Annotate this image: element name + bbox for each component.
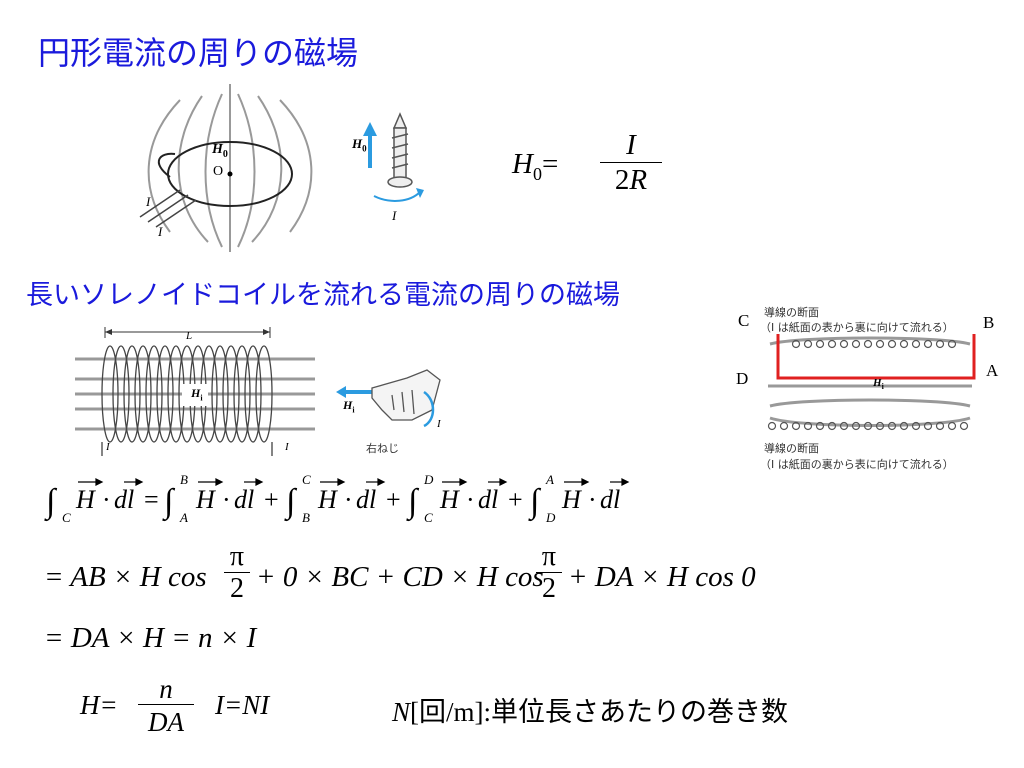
bottom-i-equals-ni: I=NI <box>215 690 270 720</box>
equation-line-2a: = AB × H cos <box>44 561 207 593</box>
formula-h0-lhs: H0= <box>512 148 559 184</box>
title-solenoid: 長いソレノイドコイルを流れる電流の周りの磁場 <box>26 280 620 311</box>
section-corner-a: A <box>986 361 999 380</box>
screw-h0-label: H0 <box>352 136 367 154</box>
svg-text:·: · <box>102 485 111 514</box>
section-corner-c: C <box>738 311 750 330</box>
svg-text:A: A <box>545 472 554 487</box>
loop-origin-label: O <box>213 164 224 179</box>
bottom-h-equals: H= <box>80 690 118 720</box>
loop-current-label-1: I <box>146 194 151 209</box>
screw-figure <box>363 112 424 202</box>
screw-current-label: I <box>392 208 397 223</box>
svg-text:∫: ∫ <box>44 483 58 522</box>
svg-text:∫: ∫ <box>162 483 176 522</box>
svg-text:∫: ∫ <box>406 483 420 522</box>
solenoid-figure <box>75 327 315 456</box>
svg-text:dl: dl <box>356 485 376 514</box>
solenoid-current-left: I <box>106 441 110 453</box>
hand-current-label: I <box>437 418 441 430</box>
right-hand-figure <box>336 369 441 428</box>
svg-text:C: C <box>302 472 311 487</box>
svg-text:A: A <box>179 510 188 525</box>
equation-line-2-pi-fraction-2: π 2 <box>536 542 562 605</box>
svg-text:C: C <box>424 510 433 525</box>
svg-text:D: D <box>545 510 556 525</box>
equation-line-3: = DA × H = n × I <box>44 622 257 654</box>
svg-text:C: C <box>62 510 71 525</box>
svg-text:H: H <box>317 485 338 514</box>
section-hi-label: Hi <box>873 377 884 392</box>
svg-text:+: + <box>386 485 401 514</box>
section-bottom-note: （I は紙面の裏から表に向けて流れる） <box>760 458 954 471</box>
svg-text:H: H <box>561 485 582 514</box>
section-top-note: （I は紙面の表から裏に向けて流れる） <box>760 321 954 334</box>
svg-text:dl: dl <box>234 485 254 514</box>
bottom-n-over-da: n DA <box>138 674 194 739</box>
loop-field-figure <box>139 84 313 252</box>
formula-h0-fraction: I 2R <box>600 128 662 197</box>
svg-text:dl: dl <box>478 485 498 514</box>
section-bottom-title: 導線の断面 <box>764 442 819 455</box>
integral-equation: ∫ C H · dl = ∫ B A H · dl + ∫ C B H · dl… <box>44 472 630 525</box>
svg-text:dl: dl <box>114 485 134 514</box>
hand-caption: 右ねじ <box>366 442 399 455</box>
svg-text:·: · <box>588 485 597 514</box>
svg-text:dl: dl <box>600 485 620 514</box>
svg-text:·: · <box>222 485 231 514</box>
svg-text:+: + <box>508 485 523 514</box>
equation-line-2-pi-fraction-1: π 2 <box>224 542 250 605</box>
solenoid-length-label: L <box>186 330 193 342</box>
svg-text:∫: ∫ <box>528 483 542 522</box>
solenoid-hi-label: Hi <box>191 386 203 403</box>
svg-text:D: D <box>423 472 434 487</box>
loop-current-label-2: I <box>158 224 163 239</box>
section-corner-b: B <box>983 313 995 332</box>
svg-text:·: · <box>466 485 475 514</box>
svg-text:H: H <box>75 485 96 514</box>
svg-text:·: · <box>344 485 353 514</box>
solenoid-current-right: I <box>285 441 289 453</box>
svg-text:B: B <box>180 472 188 487</box>
svg-text:=: = <box>144 485 159 514</box>
loop-h0-label: H0 <box>212 142 228 160</box>
svg-text:H: H <box>439 485 460 514</box>
section-figure <box>767 334 976 431</box>
svg-text:H: H <box>195 485 216 514</box>
title-circular-current: 円形電流の周りの磁場 <box>38 34 359 72</box>
equation-line-2c: + DA × H cos 0 <box>568 561 756 593</box>
svg-text:+: + <box>264 485 279 514</box>
equation-line-2b: + 0 × BC + CD × H cos <box>256 561 544 593</box>
section-top-title: 導線の断面 <box>764 306 819 319</box>
hand-hi-label: Hi <box>343 398 355 415</box>
svg-text:∫: ∫ <box>284 483 298 522</box>
section-corner-d: D <box>736 369 749 388</box>
bottom-n-definition: N[回/m]:単位長さあたりの巻き数 <box>392 697 789 728</box>
svg-text:B: B <box>302 510 310 525</box>
